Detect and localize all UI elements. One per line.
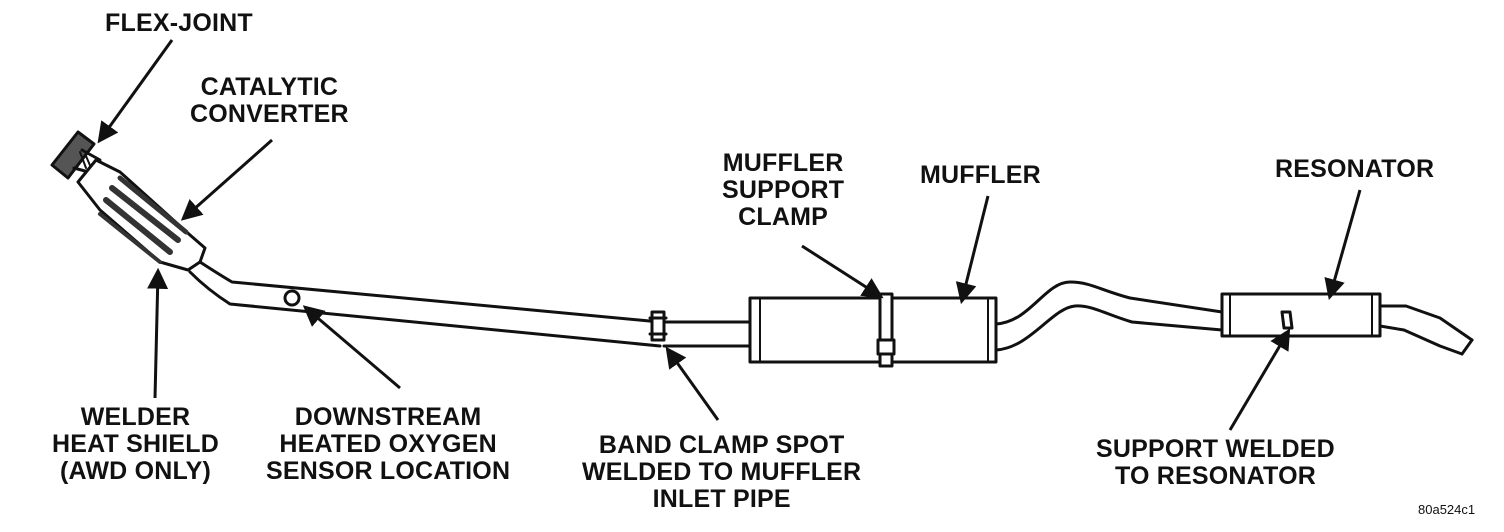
muffler-inlet-pipe-part — [662, 320, 752, 348]
muffler-support-clamp-line-1: MUFFLER — [722, 149, 844, 177]
intermediate-pipe-part — [994, 280, 1224, 352]
resonator-part — [1220, 292, 1382, 338]
band-clamp-label: BAND CLAMP SPOT WELDED TO MUFFLER INLET … — [582, 432, 861, 513]
support-welded-label: SUPPORT WELDED TO RESONATOR — [1096, 436, 1335, 490]
downstream-sensor-label: DOWNSTREAM HEATED OXYGEN SENSOR LOCATION — [266, 404, 510, 485]
welder-heat-shield-label: WELDER HEAT SHIELD (AWD ONLY) — [52, 404, 219, 485]
muffler-support-clamp-line-2: SUPPORT — [722, 176, 845, 204]
muffler-part — [748, 292, 998, 368]
support-welded-arrow — [1228, 328, 1291, 431]
support-welded-line-1: SUPPORT WELDED — [1096, 435, 1335, 463]
downstream-sensor-line-1: DOWNSTREAM — [294, 403, 482, 431]
catalytic-converter-part — [76, 158, 207, 272]
resonator-label-text: RESONATOR — [1275, 155, 1435, 183]
band-clamp-line-2: WELDED TO MUFFLER — [582, 458, 862, 486]
front-pipe-part — [188, 260, 662, 348]
downstream-sensor-line-3: SENSOR LOCATION — [266, 457, 511, 485]
welder-heat-shield-line-2: HEAT SHIELD — [52, 430, 220, 458]
muffler-arrow — [955, 195, 990, 305]
catalytic-converter-line-1: CATALYTIC — [200, 73, 339, 101]
muffler-label: MUFFLER — [920, 162, 1041, 189]
catalytic-converter-line-2: CONVERTER — [190, 100, 349, 128]
muffler-support-clamp-label: MUFFLER SUPPORT CLAMP — [722, 150, 844, 231]
muffler-support-clamp-line-3: CLAMP — [738, 203, 829, 231]
flex-joint-arrow — [97, 39, 174, 144]
downstream-sensor-line-2: HEATED OXYGEN — [279, 430, 497, 458]
oxygen-sensor-arrow — [302, 305, 401, 390]
band-clamp-arrow — [665, 346, 720, 421]
band-clamp-line-3: INLET PIPE — [652, 485, 791, 513]
heat-shield-arrow — [147, 267, 169, 399]
support-clamp-arrow — [801, 244, 884, 299]
resonator-label: RESONATOR — [1275, 156, 1434, 183]
flex-joint-label-text: FLEX-JOINT — [105, 9, 253, 37]
welder-heat-shield-line-1: WELDER — [80, 403, 191, 431]
band-clamp-part — [648, 310, 668, 342]
band-clamp-line-1: BAND CLAMP SPOT — [598, 431, 845, 459]
flex-joint-label: FLEX-JOINT — [105, 10, 253, 37]
resonator-arrow — [1324, 189, 1362, 301]
figure-code: 80a524c1 — [1418, 502, 1476, 517]
welder-heat-shield-line-3: (AWD ONLY) — [59, 457, 212, 485]
tail-pipe-part — [1378, 304, 1474, 356]
oxygen-sensor-boss — [283, 289, 301, 307]
catalytic-converter-label: CATALYTIC CONVERTER — [190, 74, 349, 128]
support-welded-line-2: TO RESONATOR — [1114, 462, 1316, 490]
muffler-label-text: MUFFLER — [920, 161, 1041, 189]
catalytic-converter-arrow — [180, 138, 273, 221]
